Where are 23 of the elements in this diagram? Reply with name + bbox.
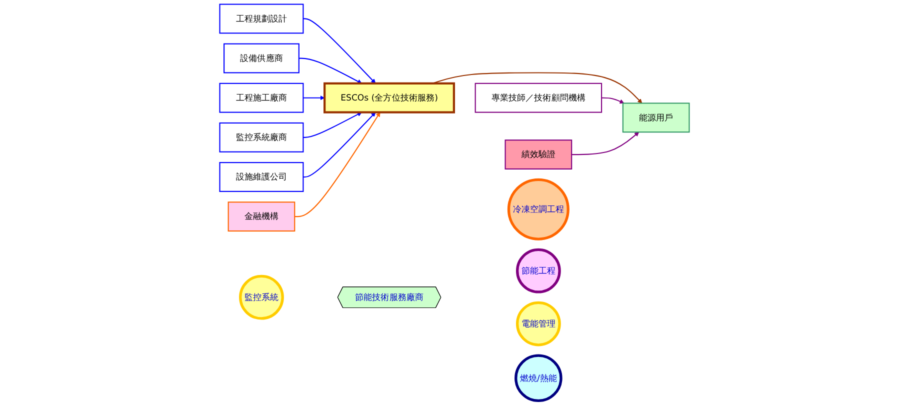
node-circle: 電能管理 — [516, 301, 561, 346]
node-box: 工程規劃設計 — [219, 4, 304, 34]
arrow — [602, 97, 624, 104]
node-circle: 節能工程 — [516, 248, 561, 294]
node-circle: 燃燒/熱能 — [514, 354, 562, 402]
arrow — [303, 112, 376, 178]
arrow — [303, 96, 325, 100]
arrow — [303, 112, 362, 138]
node-box: 設備供應商 — [224, 43, 300, 74]
node-box: ESCOs (全方位技術服務) — [324, 82, 456, 114]
node-box: 工程施工廠商 — [219, 82, 304, 113]
node-box: 設施維護公司 — [219, 162, 304, 192]
node-box: 監控系統廠商 — [219, 122, 304, 152]
node-circle: 冷凍空調工程 — [507, 178, 570, 240]
node-box: 績效驗證 — [504, 140, 572, 170]
node-circle: 監控系統 — [239, 274, 284, 320]
node-box: 能源用戶 — [622, 102, 690, 133]
node-box: 金融機構 — [228, 202, 296, 232]
arrow — [572, 132, 640, 156]
arrow — [294, 112, 380, 218]
arrow — [303, 18, 376, 84]
node-box: 專業技師／技術顧問機構 — [474, 82, 602, 113]
arrow — [298, 58, 362, 84]
